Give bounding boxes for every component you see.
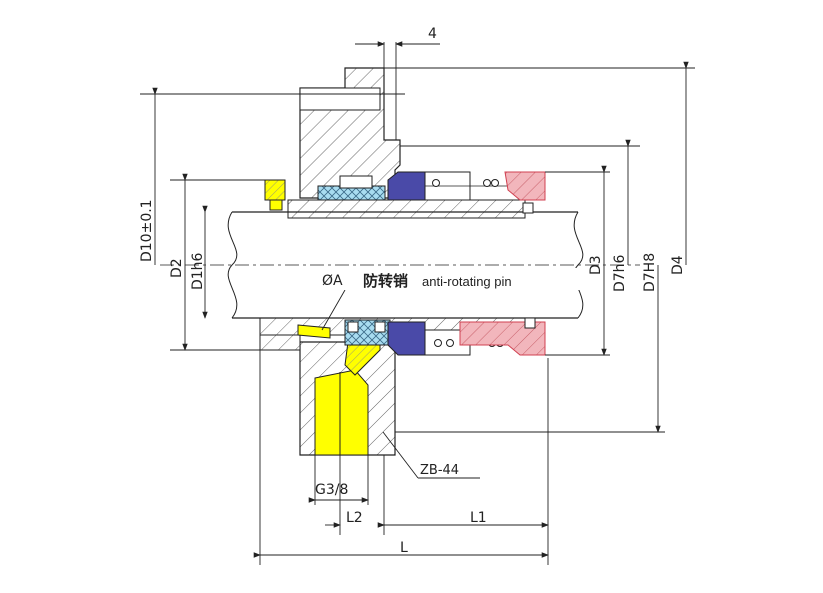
o-rings <box>347 202 536 333</box>
dim-l: L <box>400 540 408 556</box>
rotating-face-upper <box>387 171 426 201</box>
dim-d2: D2 <box>169 258 185 278</box>
pin-label-en: anti-rotating pin <box>422 274 512 289</box>
dim-d7h8: D7H8 <box>642 253 658 292</box>
gland-upper <box>299 67 401 199</box>
pin-symbol: ØA <box>322 273 343 289</box>
set-screw-top <box>264 179 286 211</box>
anti-rotating-pin-callout: ØA 防转销 anti-rotating pin <box>318 268 580 290</box>
dim-d10: D10±0.1 <box>139 199 155 262</box>
dim-d7h6: D7h6 <box>612 254 628 292</box>
dim-l1: L1 <box>470 510 487 526</box>
pin-label-cn: 防转销 <box>363 272 408 290</box>
rotating-face-lower <box>387 321 426 356</box>
part-number-label: ZB-44 <box>420 463 459 478</box>
stationary-seat-upper <box>317 175 386 201</box>
dim-d1h6: D1h6 <box>190 252 206 290</box>
drive-collar-upper <box>504 171 546 201</box>
dim-d4: D4 <box>670 255 686 275</box>
dim-top-4: 4 <box>428 26 437 42</box>
dim-g38: G3/8 <box>315 482 348 498</box>
shaft <box>160 211 640 319</box>
dimension-lines <box>140 41 695 565</box>
g38-plug <box>314 341 381 456</box>
anti-rotating-pin-shape <box>297 324 331 339</box>
dim-d3: D3 <box>588 255 604 275</box>
drive-collar-lower <box>459 321 546 356</box>
dimension-labels: 4 D10±0.1 D2 D1h6 D3 D7h6 D7H8 D4 G3/8 L… <box>139 26 686 556</box>
spring-body-upper <box>424 171 520 201</box>
dim-l2: L2 <box>346 510 363 526</box>
